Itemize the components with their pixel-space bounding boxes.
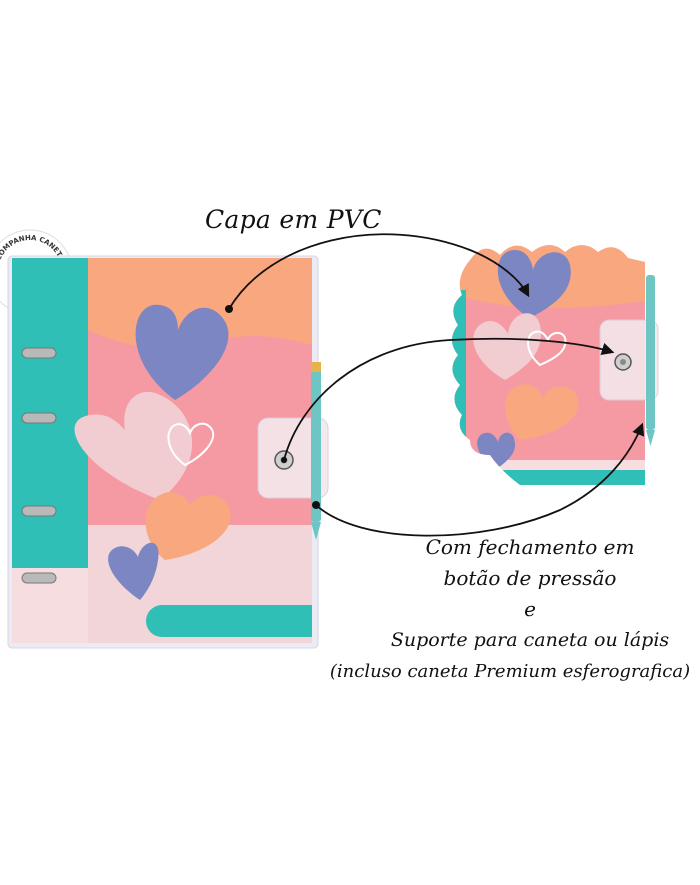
holder-line-1: Suporte para caneta ou lápis	[390, 629, 670, 651]
holder-line-2: (incluso caneta Premium esferografica)	[329, 661, 691, 682]
planner-front-view	[7, 255, 329, 649]
arrow-cover	[228, 233, 530, 310]
callout-arrows	[225, 233, 645, 537]
pen	[311, 362, 321, 540]
cover-material-label: Capa em PVC	[205, 205, 382, 234]
arrow-snap	[283, 337, 615, 461]
closure-line-1: Com fechamento em	[425, 535, 635, 559]
binder-rings	[21, 347, 57, 584]
snap-strap-closeup	[599, 319, 659, 401]
features-description: Com fechamento em botão de pressão e Sup…	[330, 532, 700, 687]
closure-line-2: botão de pressão	[443, 566, 617, 590]
planner-closeup-view	[452, 245, 659, 485]
closure-line-3: e	[524, 597, 536, 621]
pen-closeup	[646, 275, 655, 446]
arrow-pen	[315, 422, 645, 537]
